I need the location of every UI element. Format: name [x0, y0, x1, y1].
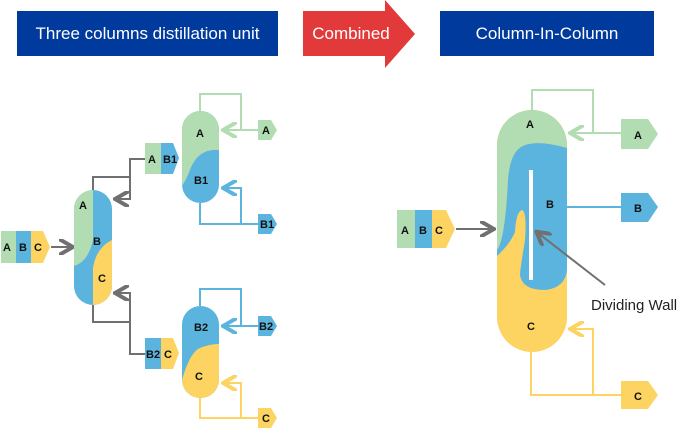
right-label-a: A — [526, 119, 534, 131]
col2-top-product: A — [262, 125, 270, 137]
col2-feed-a: A — [148, 154, 156, 166]
col3-feed-c: C — [164, 349, 172, 361]
col2-label-a: A — [196, 128, 204, 140]
product-b2-col3 — [258, 316, 277, 336]
col3-bottom-product: C — [262, 413, 270, 425]
col3-feed-b2: B2 — [146, 349, 160, 361]
right-product-c: C — [634, 391, 642, 403]
feed-abc-right: A B C — [397, 210, 455, 248]
right-feed-a: A — [401, 225, 409, 237]
product-a-col2 — [258, 120, 277, 140]
col1-label-a: A — [79, 200, 87, 212]
combined-arrow-icon — [303, 0, 415, 68]
feed-label-a: A — [3, 242, 11, 254]
product-b1-col2 — [258, 214, 277, 234]
feed-label-c: C — [34, 242, 42, 254]
product-a-right — [621, 119, 658, 149]
right-label-c: C — [527, 321, 535, 333]
column-2 — [182, 111, 219, 203]
dividing-wall-pointer — [538, 233, 606, 286]
column-3 — [182, 306, 219, 398]
product-c-right — [621, 381, 658, 409]
header-column-in-column: Column-In-Column — [440, 11, 654, 56]
right-feed-c: C — [435, 225, 443, 237]
col1-label-c: C — [98, 273, 106, 285]
header-three-columns: Three columns distillation unit — [17, 11, 278, 56]
right-label-b: B — [546, 199, 554, 211]
feed-col2: A B1 — [145, 143, 179, 174]
dividing-wall-label: Dividing Wall — [591, 297, 677, 314]
col2-bottom-product: B1 — [260, 219, 274, 231]
feed-col3: B2 C — [145, 338, 179, 369]
feed-label-b: B — [19, 242, 27, 254]
col2-feed-b1: B1 — [163, 154, 177, 166]
right-product-a: A — [634, 130, 642, 142]
col2-label-b1: B1 — [194, 175, 208, 187]
col3-label-c: C — [195, 371, 203, 383]
col3-top-product: B2 — [259, 321, 273, 333]
feed-abc-left: A B C — [1, 231, 50, 263]
product-b-right — [621, 193, 658, 222]
right-feed-b: B — [419, 225, 427, 237]
col3-label-b2: B2 — [194, 322, 208, 334]
right-product-b: B — [634, 203, 642, 215]
dividing-wall-column — [497, 110, 567, 352]
product-c-col3 — [258, 408, 277, 428]
combined-label: Combined — [312, 23, 390, 43]
column-1 — [74, 190, 112, 305]
col1-label-b: B — [93, 236, 101, 248]
